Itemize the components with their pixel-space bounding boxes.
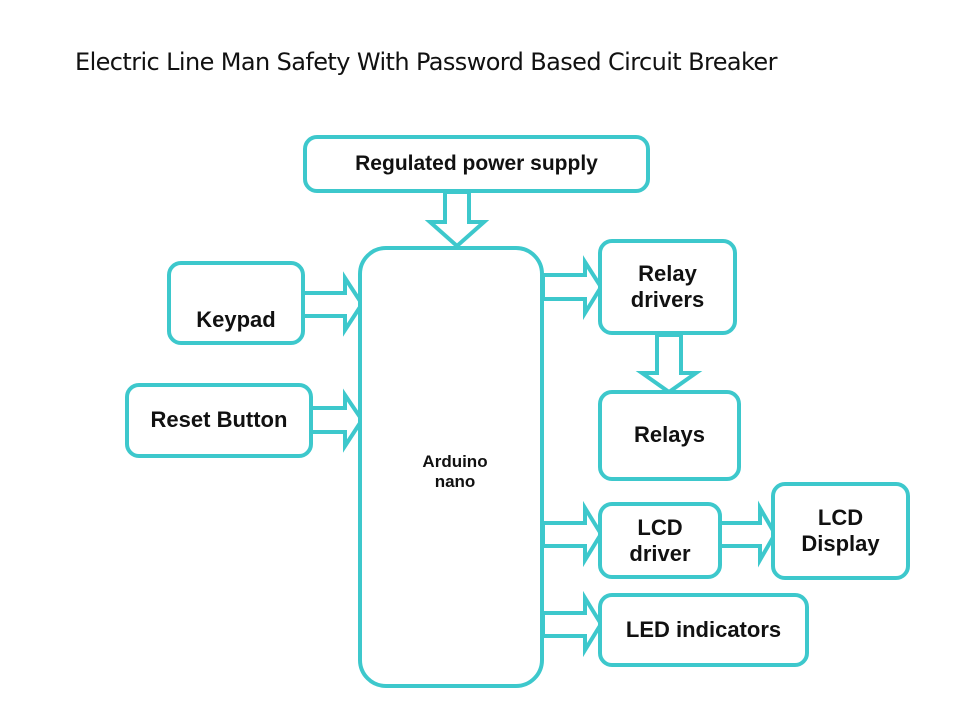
block-lcd-driver: LCD driver bbox=[598, 502, 722, 579]
block-relay-drivers: Relay drivers bbox=[598, 239, 737, 335]
arrow-reset-to-arduino bbox=[308, 388, 365, 453]
arrow-power-to-arduino bbox=[424, 190, 490, 249]
arrow-keypad-to-arduino bbox=[300, 271, 365, 337]
block-label: LCD driver bbox=[629, 515, 691, 566]
arrow-arduino-to-relay-drivers bbox=[541, 255, 604, 321]
block-keypad: Keypad bbox=[167, 261, 305, 345]
block-label: Arduino nano bbox=[422, 451, 488, 491]
block-label: Keypad bbox=[196, 306, 276, 332]
block-regulated-power-supply: Regulated power supply bbox=[303, 135, 650, 193]
block-label: LCD Display bbox=[801, 504, 880, 556]
block-reset-button: Reset Button bbox=[125, 383, 313, 458]
arrow-relay-drivers-to-relays bbox=[635, 333, 703, 395]
block-label: LED indicators bbox=[625, 616, 782, 642]
block-label: Regulated power supply bbox=[355, 152, 598, 176]
block-label: Reset Button bbox=[150, 407, 288, 433]
arrow-lcd-driver-to-lcd-display bbox=[718, 500, 778, 568]
block-relays: Relays bbox=[598, 390, 741, 481]
block-label: Relay drivers bbox=[630, 260, 705, 312]
diagram-title: Electric Line Man Safety With Password B… bbox=[75, 48, 777, 76]
arrow-arduino-to-lcd-driver bbox=[541, 500, 604, 568]
block-led-indicators: LED indicators bbox=[598, 593, 809, 667]
block-label: Relays bbox=[634, 422, 705, 448]
block-arduino-nano: Arduino nano bbox=[358, 246, 544, 688]
arrow-arduino-to-led-indicators bbox=[541, 590, 604, 658]
block-lcd-display: LCD Display bbox=[771, 482, 910, 580]
